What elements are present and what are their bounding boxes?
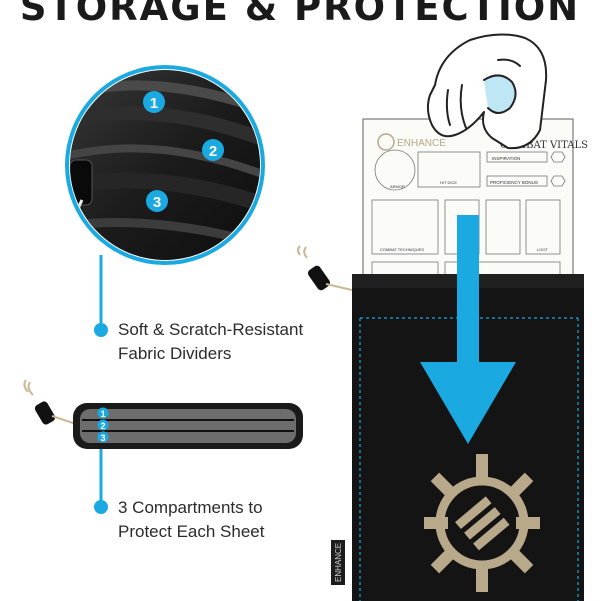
svg-text:ENHANCE: ENHANCE [334,543,343,582]
badge-1: 1 [143,91,165,113]
svg-text:PROFICIENCY BONUS: PROFICIENCY BONUS [490,180,538,185]
svg-text:1: 1 [100,409,105,419]
fabric-closeup-circle [65,65,265,265]
svg-text:LOOT: LOOT [537,247,548,252]
svg-text:2: 2 [100,421,105,431]
leader-dot-2 [94,500,108,514]
callout-2-line-2: Protect Each Sheet [118,522,265,541]
page-title: STORAGE & PROTECTION [19,0,581,29]
callout-1-line-2: Fabric Dividers [118,344,232,363]
insert-arrow [420,215,516,444]
svg-text:COMBAT TECHNIQUES: COMBAT TECHNIQUES [380,247,424,252]
pouch-front: ENHANCE [297,245,584,601]
svg-text:3: 3 [100,433,105,443]
svg-text:ENHANCE: ENHANCE [397,138,446,149]
brand-emblem [424,454,540,592]
badge-3: 3 [146,190,168,212]
callout-fabric-dividers: Soft & Scratch-Resistant Fabric Dividers [118,318,303,366]
leader-dot-1 [94,323,108,337]
svg-text:2: 2 [209,143,217,160]
svg-text:ARMOR: ARMOR [390,184,405,189]
svg-text:INSPIRATION: INSPIRATION [492,156,520,161]
hand-illustration [426,33,548,150]
svg-text:HIT DICE: HIT DICE [440,180,457,185]
svg-text:1: 1 [150,95,158,112]
svg-text:3: 3 [153,194,161,211]
badge-2: 2 [202,139,224,161]
callout-2-line-1: 3 Compartments to [118,498,263,517]
pouch-side-view: 1 2 3 [23,379,303,449]
svg-text:COMBAT VITALS: COMBAT VITALS [500,140,588,151]
callout-compartments: 3 Compartments to Protect Each Sheet [118,496,264,544]
callout-1-line-1: Soft & Scratch-Resistant [118,320,304,339]
